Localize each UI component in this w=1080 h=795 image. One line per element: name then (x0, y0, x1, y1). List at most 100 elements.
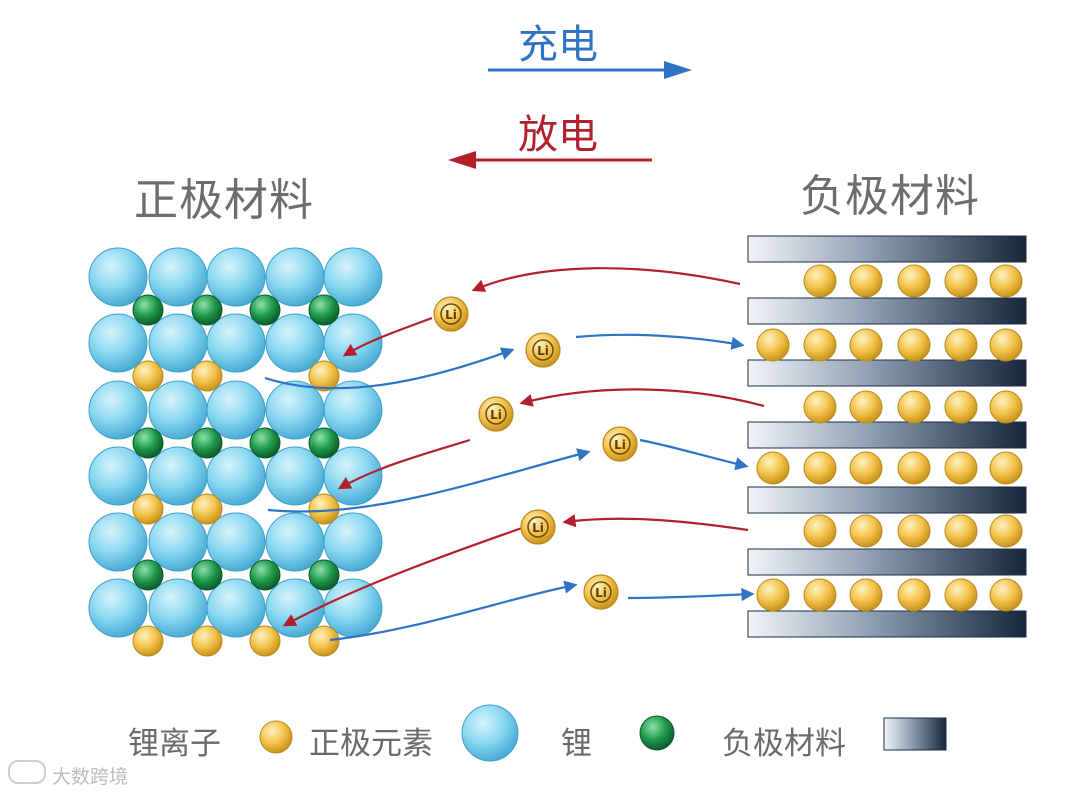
lithium-sphere (191, 559, 223, 591)
anode-lithium-ion (756, 451, 790, 485)
charge-path (264, 347, 515, 390)
anode-layer (747, 421, 1027, 449)
legend-lithium-label: 锂 (561, 726, 592, 762)
watermark-text: 大数跨境 (52, 766, 129, 788)
lithium-sphere (191, 427, 223, 459)
anode-lithium-ion (803, 578, 837, 612)
cathode-lithium-ion (191, 625, 223, 657)
anode-lithium-ion (989, 578, 1023, 612)
anode-lithium-ion (944, 390, 978, 424)
charge-label: 充电 (518, 22, 598, 68)
ion-symbol: Li (595, 586, 607, 600)
migrating-lithium-ion (478, 396, 514, 432)
cathode-sphere (88, 380, 148, 440)
anode-lithium-ion (989, 514, 1023, 548)
cathode-sphere (88, 578, 148, 638)
discharge-path (519, 388, 765, 408)
anode-lithium-ion (897, 264, 931, 298)
anode-lithium-ion (803, 264, 837, 298)
ion-symbol: Li (537, 344, 549, 358)
lithium-sphere (191, 294, 223, 326)
ion-ring-icon (440, 303, 462, 325)
discharge-path (342, 316, 433, 357)
cathode-lattice (88, 247, 383, 657)
anode-lithium-ion (756, 328, 790, 362)
anode-lithium-ion (989, 328, 1023, 362)
legend-anode-material-label: 负极材料 (722, 726, 846, 762)
cathode-lithium-ion (132, 493, 164, 525)
anode-lithium-ion (803, 514, 837, 548)
cathode-sphere (206, 313, 266, 373)
discharge-label: 放电 (518, 112, 598, 158)
anode-lithium-ion (989, 390, 1023, 424)
discharge-path (282, 526, 523, 627)
anode-stack (747, 235, 1027, 638)
cathode-lithium-ion (132, 360, 164, 392)
discharge-path (562, 514, 749, 532)
ion-ring-icon (609, 433, 631, 455)
charge-path (627, 587, 755, 602)
lithium-sphere (308, 559, 340, 591)
anode-lithium-ion (897, 390, 931, 424)
cathode-sphere (88, 313, 148, 373)
legend-cathode-element-label: 正极元素 (309, 726, 433, 762)
cathode-lithium-ion (132, 625, 164, 657)
discharge-path (337, 438, 471, 490)
migrating-lithium-ion (583, 574, 619, 610)
anode-lithium-ion (944, 451, 978, 485)
anode-layer (747, 548, 1027, 576)
cathode-sphere (323, 380, 383, 440)
anode-lithium-ion (849, 514, 883, 548)
lithium-sphere (132, 559, 164, 591)
lithium-sphere (132, 427, 164, 459)
cathode-sphere (323, 247, 383, 307)
anode-layer (747, 297, 1027, 325)
lithium-sphere (308, 294, 340, 326)
cathode-sphere (206, 578, 266, 638)
legend-ion-swatch (259, 720, 293, 754)
legend-lithium-swatch (639, 715, 675, 751)
watermark-logo-icon (8, 760, 46, 784)
charge-arrowhead (664, 61, 692, 79)
anode-lithium-ion (849, 451, 883, 485)
anode-lithium-ion (803, 390, 837, 424)
ion-symbol: Li (532, 521, 544, 535)
legend-anode-swatch (883, 717, 947, 751)
ion-ring-icon (590, 581, 612, 603)
migrating-lithium-ion (525, 332, 561, 368)
anode-lithium-ion (944, 328, 978, 362)
anode-lithium-ion (944, 264, 978, 298)
anode-lithium-ion (849, 390, 883, 424)
cathode-sphere (206, 446, 266, 506)
discharge-path (471, 267, 741, 292)
migrating-lithium-ion (433, 296, 469, 332)
lithium-sphere (249, 559, 281, 591)
charge-path (639, 438, 749, 471)
anode-lithium-ion (897, 514, 931, 548)
cathode-sphere (323, 446, 383, 506)
anode-lithium-ion (803, 451, 837, 485)
anode-lithium-ion (989, 264, 1023, 298)
cathode-lithium-ion (308, 625, 340, 657)
ion-symbol: Li (490, 408, 502, 422)
anode-lithium-ion (803, 328, 837, 362)
migrating-lithium-ion (602, 426, 638, 462)
anode-lithium-ion (989, 451, 1023, 485)
lithium-sphere (308, 427, 340, 459)
anode-layer (747, 235, 1027, 263)
cathode-sphere (206, 380, 266, 440)
anode-lithium-ion (849, 578, 883, 612)
anode-title: 负极材料 (800, 171, 980, 222)
anode-lithium-ion (944, 578, 978, 612)
anode-lithium-ion (849, 328, 883, 362)
lithium-sphere (249, 427, 281, 459)
anode-lithium-ion (756, 578, 790, 612)
cathode-sphere (88, 512, 148, 572)
charge-path (329, 580, 578, 642)
ion-ring-icon (527, 516, 549, 538)
cathode-sphere (206, 512, 266, 572)
cathode-sphere (88, 247, 148, 307)
cathode-lithium-ion (308, 360, 340, 392)
